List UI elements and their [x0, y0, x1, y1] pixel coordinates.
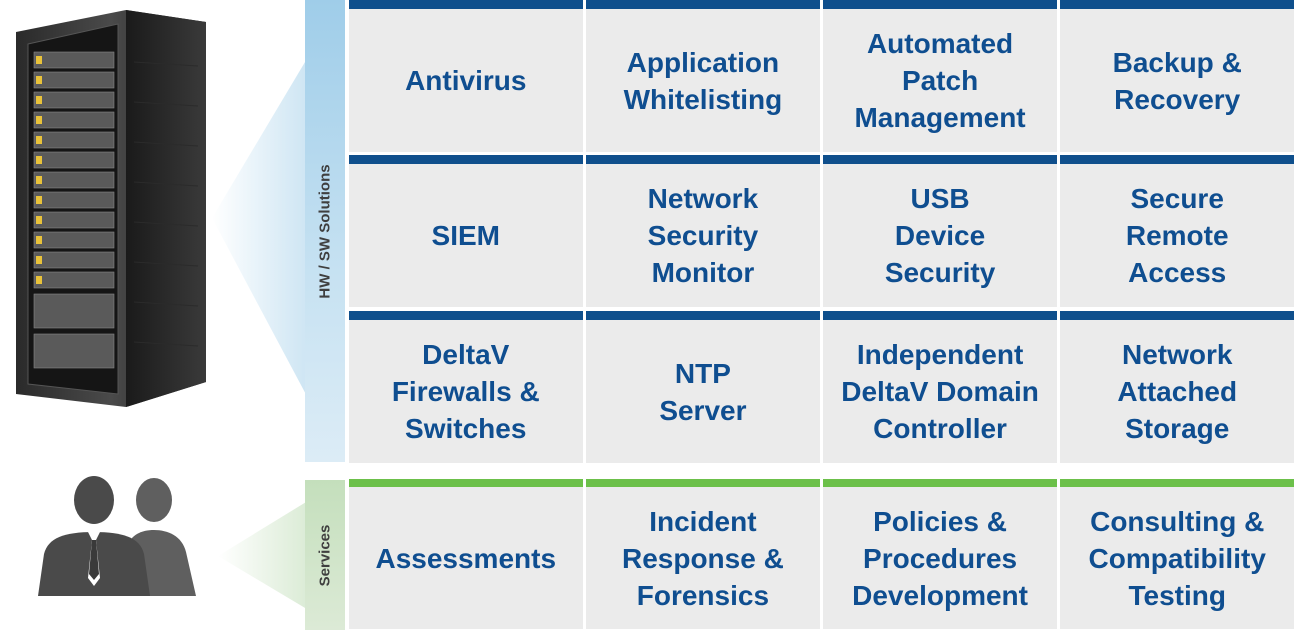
cell-consulting-compatibility-testing: Consulting & Compatibility Testing [1060, 479, 1294, 629]
people-icon [38, 476, 196, 596]
grid-row-services: Assessments Incident Response & Forensic… [349, 479, 1294, 629]
cell-network-attached-storage: Network Attached Storage [1060, 311, 1294, 463]
hw-sw-label: HW / SW Solutions [316, 163, 334, 299]
cell-incident-response-forensics: Incident Response & Forensics [586, 479, 820, 629]
cell-assessments: Assessments [349, 479, 583, 629]
cell-label: Automated Patch Management [854, 28, 1026, 133]
cell-label: Backup & Recovery [1112, 46, 1242, 115]
cell-secure-remote-access: Secure Remote Access [1060, 155, 1294, 307]
cell-label: Assessments [375, 543, 557, 574]
cell-label: DeltaV Firewalls & Switches [391, 339, 540, 444]
grid-row-3: DeltaV Firewalls & Switches NTP Server I… [349, 311, 1294, 463]
cell-policies-procedures-development: Policies & Procedures Development [823, 479, 1057, 629]
cell-automated-patch-management: Automated Patch Management [823, 0, 1057, 152]
cell-label: Network Attached Storage [1117, 339, 1238, 444]
cell-antivirus: Antivirus [349, 0, 583, 152]
grid-row-2: SIEM Network Security Monitor USB Device… [349, 155, 1294, 307]
cell-label: SIEM [431, 220, 500, 251]
cell-deltav-firewalls-switches: DeltaV Firewalls & Switches [349, 311, 583, 463]
cell-label: Policies & Procedures Development [852, 506, 1028, 611]
cell-label: Independent DeltaV Domain Controller [841, 339, 1039, 444]
cell-backup-recovery: Backup & Recovery [1060, 0, 1294, 152]
cell-label: Incident Response & Forensics [621, 506, 784, 611]
cell-usb-device-security: USB Device Security [823, 155, 1057, 307]
cell-label: NTP Server [659, 357, 747, 426]
cell-label: Secure Remote Access [1125, 183, 1229, 288]
cell-label: Network Security Monitor [647, 183, 759, 288]
cell-independent-deltav-domain-controller: Independent DeltaV Domain Controller [823, 311, 1057, 463]
cell-siem: SIEM [349, 155, 583, 307]
hw-sw-band: HW / SW Solutions [305, 0, 345, 462]
server-rack-icon [16, 10, 206, 407]
cell-application-whitelisting: Application Whitelisting [586, 0, 820, 152]
cell-label: Consulting & Compatibility Testing [1088, 506, 1266, 611]
services-band: Services [305, 480, 345, 630]
cell-label: Application Whitelisting [623, 46, 783, 115]
services-label: Services [316, 524, 334, 586]
cell-label: USB Device Security [884, 183, 996, 288]
cell-ntp-server: NTP Server [586, 311, 820, 463]
grid-row-1: Antivirus Application Whitelisting Autom… [349, 0, 1294, 152]
cell-network-security-monitor: Network Security Monitor [586, 155, 820, 307]
cell-label: Antivirus [405, 65, 527, 96]
